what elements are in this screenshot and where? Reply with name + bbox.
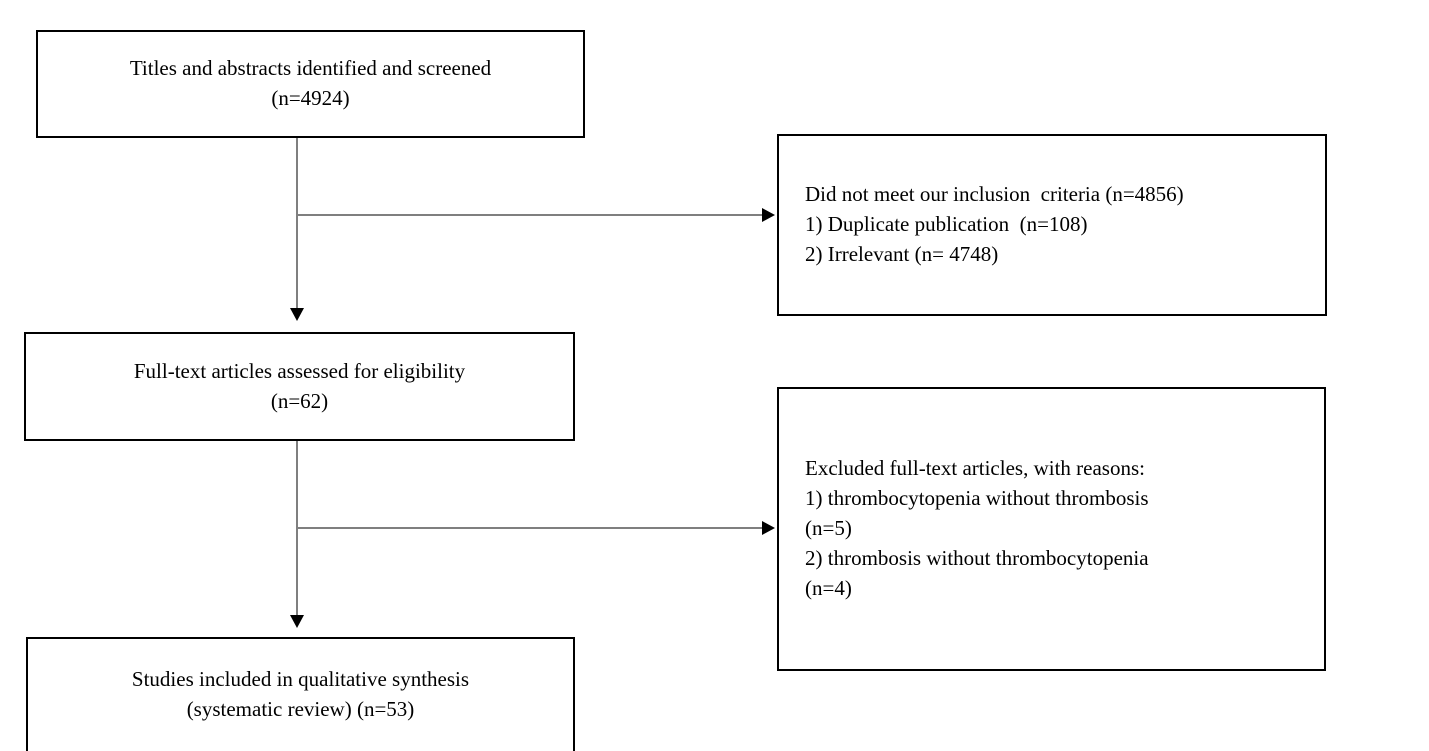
box-fulltext-line-1: Full-text articles assessed for eligibil… bbox=[133, 358, 466, 383]
connector-to-excluded-fulltext bbox=[296, 527, 762, 529]
box-excluded-fulltext-line-5: (n=4) bbox=[805, 575, 852, 600]
arrowhead-right-to-excluded-fulltext bbox=[762, 521, 775, 535]
box-excluded-fulltext-line-3: (n=5) bbox=[805, 516, 852, 541]
box-excluded-fulltext-line-4: 2) thrombosis without thrombocytopenia bbox=[805, 545, 1149, 570]
box-included-line-2: (systematic review) (n=53) bbox=[186, 697, 415, 721]
box-fulltext-assessed: Full-text articles assessed for eligibil… bbox=[24, 332, 575, 441]
box-excluded-fulltext-line-1: Excluded full-text articles, with reason… bbox=[805, 456, 1145, 481]
arrowhead-down-to-included bbox=[290, 615, 304, 628]
box-screened-line-2: (n=4924) bbox=[271, 86, 350, 110]
box-excluded-fulltext: Excluded full-text articles, with reason… bbox=[777, 387, 1326, 671]
box-included-line-1: Studies included in qualitative synthesi… bbox=[131, 667, 470, 692]
box-titles-abstracts-screened: Titles and abstracts identified and scre… bbox=[36, 30, 585, 138]
box-excluded-screening-line-3: 2) Irrelevant (n= 4748) bbox=[805, 241, 999, 266]
box-excluded-screening: Did not meet our inclusion criteria (n=4… bbox=[777, 134, 1327, 316]
connector-screened-to-fulltext bbox=[296, 138, 298, 310]
connector-fulltext-to-included bbox=[296, 441, 298, 617]
connector-to-excluded-screening bbox=[296, 214, 762, 216]
box-fulltext-line-2: (n=62) bbox=[270, 388, 329, 413]
arrowhead-down-to-fulltext bbox=[290, 308, 304, 321]
box-excluded-screening-line-1: Did not meet our inclusion criteria (n=4… bbox=[805, 182, 1184, 207]
box-studies-included: Studies included in qualitative synthesi… bbox=[26, 637, 575, 751]
arrowhead-right-to-excluded-screening bbox=[762, 208, 775, 222]
box-excluded-fulltext-line-2: 1) thrombocytopenia without thrombosis bbox=[805, 486, 1149, 511]
box-excluded-screening-line-2: 1) Duplicate publication (n=108) bbox=[805, 212, 1088, 237]
box-screened-line-1: Titles and abstracts identified and scre… bbox=[129, 56, 492, 81]
